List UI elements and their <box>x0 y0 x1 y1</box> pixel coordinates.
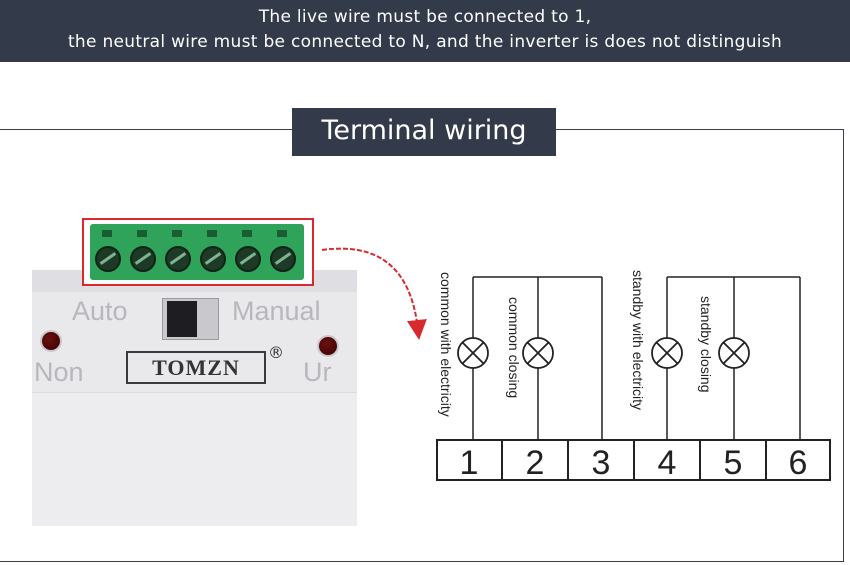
terminal-screw <box>165 246 191 272</box>
terminal-block-highlight <box>82 218 314 286</box>
terminal-block-body <box>90 224 304 280</box>
terminal-slot <box>137 230 147 237</box>
device-label-right: Ur <box>303 357 332 387</box>
terminal-number-2: 2 <box>526 444 545 482</box>
terminal-slot <box>277 230 287 237</box>
terminal-screw <box>270 246 296 272</box>
indicator-led-right <box>317 335 339 357</box>
lamp-icon <box>718 337 750 369</box>
terminal-screw <box>130 246 156 272</box>
terminal-slot <box>172 230 182 237</box>
terminal-screw <box>235 246 261 272</box>
terminal-slot <box>242 230 252 237</box>
label-common-with-electricity: common with electricity <box>438 272 454 417</box>
terminal-screw <box>200 246 226 272</box>
terminal-slot <box>102 230 112 237</box>
lamp-icon <box>457 337 489 369</box>
label-standby-with-electricity: standby with electricity <box>630 270 646 410</box>
section-title: Terminal wiring <box>292 108 556 156</box>
switch-knob <box>167 301 197 337</box>
device-label-manual: Manual <box>232 296 321 326</box>
brand-logo: TOMZN <box>126 351 266 384</box>
label-common-closing: common closing <box>506 297 522 398</box>
standby-circuit <box>666 276 801 440</box>
indicator-led-left <box>40 330 62 352</box>
label-standby-closing: standby closing <box>698 296 714 393</box>
common-circuit <box>472 276 603 440</box>
terminal-number-4: 4 <box>658 444 677 482</box>
banner-line-1: The live wire must be connected to 1, <box>258 7 592 27</box>
lamp-icon <box>651 337 683 369</box>
banner-line-2: the neutral wire must be connected to N,… <box>67 32 783 52</box>
terminal-slot <box>207 230 217 237</box>
device-label-left: Non <box>34 357 84 387</box>
terminal-number-1: 1 <box>460 444 479 482</box>
lamp-icon <box>522 337 554 369</box>
mode-selector-switch <box>162 298 219 340</box>
terminal-number-6: 6 <box>789 444 808 482</box>
terminal-number-3: 3 <box>592 444 611 482</box>
registered-mark: ® <box>268 343 284 362</box>
device-lower-panel <box>32 392 357 526</box>
top-banner: The live wire must be connected to 1, th… <box>0 0 850 62</box>
pointer-arrow <box>321 247 427 340</box>
terminal-screw <box>95 246 121 272</box>
terminal-number-5: 5 <box>724 444 743 482</box>
device-label-auto: Auto <box>72 296 128 326</box>
